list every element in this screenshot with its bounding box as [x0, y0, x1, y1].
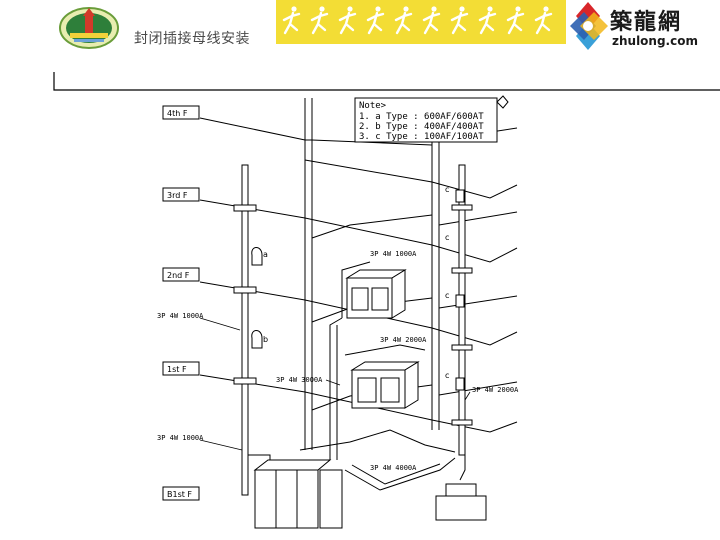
floor-label: 1st F	[167, 365, 187, 374]
brand-url: zhulong.com	[612, 34, 698, 48]
note-line: 2. b Type : 400AF/400AT	[359, 122, 484, 132]
busway-riser-left	[233, 164, 300, 496]
runner-icon	[310, 6, 329, 35]
busway-label: 3P 4W 4000A	[370, 464, 417, 472]
busway-label: 3P 4W 3000A	[276, 376, 323, 384]
note-line: 1. a Type : 600AF/600AT	[359, 112, 484, 122]
floor-label: 3rd F	[167, 191, 188, 200]
floor-label-box	[162, 267, 200, 282]
runner-icon	[450, 6, 469, 35]
busway-label: 3P 4W 1000A	[157, 312, 204, 320]
runner-icon	[506, 6, 525, 35]
brand-name: 築龍網	[610, 9, 683, 35]
page-title: 封闭插接母线安装	[134, 31, 250, 47]
floor-label: 4th F	[167, 109, 188, 118]
floor-label-box	[162, 486, 200, 501]
runner-icon	[534, 6, 553, 35]
floor-label-box	[162, 187, 200, 202]
header-divider	[53, 72, 720, 91]
busway-label: 3P 4W 1000A	[157, 434, 204, 442]
type-marker-label: c	[445, 291, 449, 300]
type-marker-label: c	[445, 371, 449, 380]
brand-block: 築龍網 zhulong.com	[566, 0, 720, 58]
runner-icon	[338, 6, 357, 35]
type-marker-label: c	[445, 185, 449, 194]
floor-label: B1st F	[167, 490, 192, 499]
runner-icon	[478, 6, 497, 35]
type-markers: a b c c c c	[263, 185, 449, 380]
type-marker-label: c	[445, 233, 449, 242]
busway-label: 3P 4W 1000A	[370, 250, 417, 258]
note-box: Note> 1. a Type : 600AF/600AT 2. b Type …	[354, 95, 509, 143]
type-marker-label: a	[263, 250, 268, 259]
floor-label-box	[162, 361, 200, 376]
banner-strip	[276, 0, 566, 44]
busway-riser-right	[451, 164, 473, 481]
busway-label: 3P 4W 2000A	[472, 386, 519, 394]
note-title: Note>	[359, 101, 387, 111]
floor-labels: 4th F 3rd F 2nd F 1st F B1st F	[162, 105, 200, 501]
busway-runs	[299, 261, 456, 491]
emblem-logo	[58, 6, 120, 50]
note-line: 3. c Type : 100AF/100AT	[359, 132, 484, 142]
busway-labels: 3P 4W 1000A 3P 4W 1000A 3P 4W 1000A 3P 4…	[157, 250, 519, 472]
type-marker-label: b	[263, 335, 268, 344]
brand-flower-icon	[570, 2, 608, 50]
floor-label-box	[162, 105, 200, 120]
busway-label: 3P 4W 2000A	[380, 336, 427, 344]
runner-icon	[394, 6, 413, 35]
distribution-panels	[253, 269, 487, 529]
runner-icon	[422, 6, 441, 35]
floor-label: 2nd F	[167, 271, 190, 280]
runner-icon	[366, 6, 385, 35]
runner-icon	[282, 6, 301, 35]
header: 封闭插接母线安装 築龍網 zhulong.com	[0, 0, 720, 62]
